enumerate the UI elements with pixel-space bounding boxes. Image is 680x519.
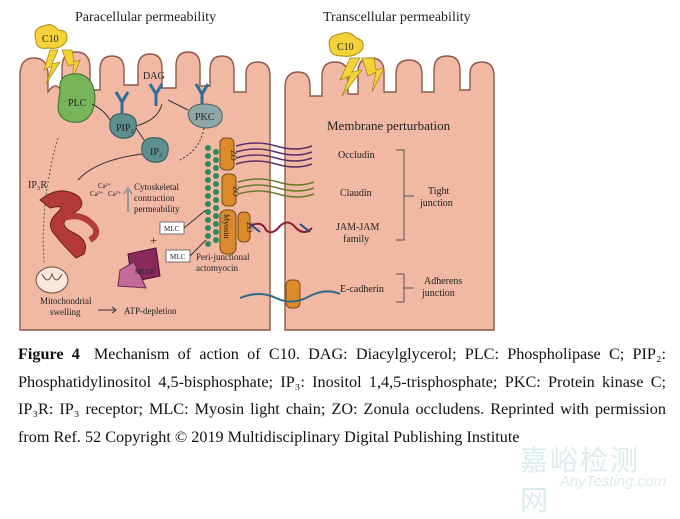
lightning-icon bbox=[61, 49, 81, 81]
cytoskeletal-label-1: Cytoskeletal bbox=[134, 182, 179, 192]
pathway-arrows bbox=[77, 99, 205, 181]
ecadherin-label: E-cadherin bbox=[340, 284, 384, 295]
myosin-protein bbox=[219, 209, 237, 255]
c10-right-label: C10 bbox=[337, 42, 354, 53]
ip3-molecule bbox=[141, 137, 169, 163]
e-cadherin-strand bbox=[239, 290, 341, 303]
plc-enzyme bbox=[57, 73, 96, 123]
c10-molecule-left bbox=[34, 24, 68, 49]
adherens-label-2: junction bbox=[421, 288, 455, 299]
up-arrow-icon bbox=[123, 186, 133, 212]
zo-protein bbox=[219, 137, 235, 171]
pkc-enzyme bbox=[187, 103, 223, 129]
tight-label-2: junction bbox=[419, 198, 453, 209]
caption-text: Mechanism of action of C10. DAG: Diacylg… bbox=[18, 345, 667, 446]
c10-left-label: C10 bbox=[42, 34, 59, 45]
adherens-bracket bbox=[396, 273, 414, 303]
mito-label-1: Mitochondrial bbox=[40, 296, 92, 306]
right-cell bbox=[284, 55, 495, 331]
zo-protein bbox=[221, 173, 237, 207]
pkc-label: PKC bbox=[195, 112, 215, 123]
claudin-strands bbox=[237, 178, 315, 198]
jam-label-1: JAM-JAM bbox=[336, 222, 379, 233]
lightning-icon bbox=[43, 49, 61, 85]
ip3-label: IP₃ bbox=[150, 147, 162, 158]
jam-strand bbox=[249, 221, 313, 234]
atp-label: ATP-depletion bbox=[124, 306, 177, 316]
perijunctional-label-2: actomyocin bbox=[196, 263, 238, 273]
actin-filament bbox=[205, 145, 219, 247]
watermark-en: AnyTesting.com bbox=[559, 473, 666, 490]
tight-junction-bracket bbox=[396, 149, 414, 241]
occludin-strands bbox=[235, 142, 313, 168]
zo-label: ZO bbox=[231, 186, 240, 197]
zo-label: ZO bbox=[229, 150, 238, 161]
mlck-label: MLCK bbox=[135, 268, 155, 276]
plus-sign: + bbox=[150, 233, 157, 247]
receptor-icon bbox=[148, 83, 164, 106]
figure-label: Figure 4 bbox=[18, 345, 80, 363]
ip3r-label: IP₃R bbox=[28, 180, 47, 191]
claudin-label: Claudin bbox=[340, 188, 372, 199]
zo-protein bbox=[237, 211, 251, 243]
receptor-icon bbox=[114, 91, 130, 114]
ca-label: Ca²⁺ bbox=[108, 190, 122, 198]
adherens-label-1: Adherens bbox=[424, 276, 462, 287]
right-panel-title: Transcellular permeability bbox=[323, 10, 471, 25]
endoplasmic-reticulum bbox=[39, 190, 86, 259]
zo-protein bbox=[285, 279, 301, 309]
mito-label-2: swelling bbox=[50, 307, 81, 317]
plc-label: PLC bbox=[68, 98, 87, 109]
membrane-perturbation-label: Membrane perturbation bbox=[327, 118, 451, 133]
jam-label-2: family bbox=[343, 234, 369, 245]
occludin-label: Occludin bbox=[338, 150, 375, 161]
mechanism-figure: Paracellular permeability Transcellular … bbox=[19, 10, 495, 331]
mitochondrion bbox=[41, 272, 63, 281]
dag-label: DAG bbox=[143, 71, 165, 82]
left-panel-title: Paracellular permeability bbox=[75, 10, 216, 25]
jam-strand bbox=[249, 223, 311, 233]
endoplasmic-reticulum bbox=[63, 213, 100, 243]
tight-label-1: Tight bbox=[428, 186, 450, 197]
lightning-icon bbox=[361, 57, 385, 93]
lightning-icon bbox=[339, 57, 363, 97]
pathway-arrows bbox=[183, 209, 207, 257]
c10-molecule-right bbox=[328, 32, 364, 57]
ca-label: Ca²⁺ bbox=[98, 182, 112, 190]
mlc-bottom-label: MLC bbox=[170, 253, 186, 261]
myosin-label: Myosin bbox=[222, 214, 231, 238]
perijunctional-label-1: Peri-junctional bbox=[196, 252, 250, 262]
cytoskeletal-label-3: permeability bbox=[134, 204, 180, 214]
cytoskeletal-label-2: contraction bbox=[134, 193, 175, 203]
mlc-top-label: MLC bbox=[164, 225, 180, 233]
mitochondrion bbox=[35, 266, 69, 294]
zo-label: ZO bbox=[245, 222, 254, 233]
ca-label: Ca²⁺ bbox=[90, 190, 104, 198]
watermark: 嘉峪检测网 AnyTesting.com bbox=[520, 435, 670, 517]
mlck-enzyme bbox=[117, 261, 147, 289]
pip2-label: PIP₂ bbox=[116, 123, 134, 134]
arrow-icon bbox=[98, 306, 117, 314]
